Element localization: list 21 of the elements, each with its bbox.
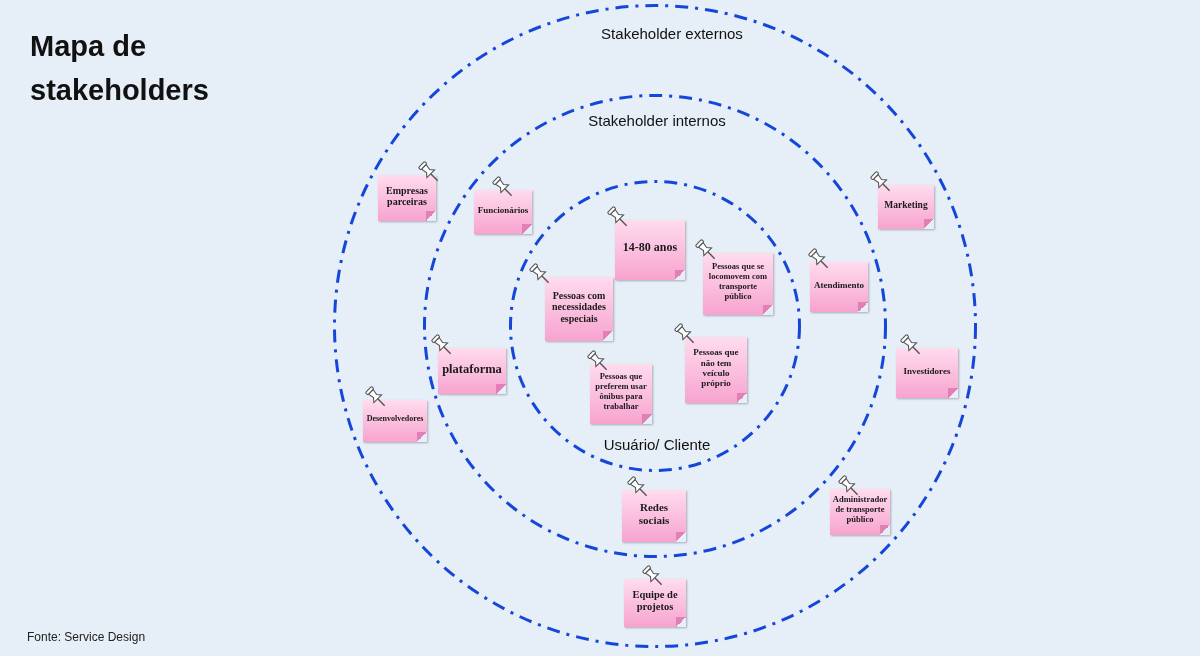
- ring-title: Stakeholder externos: [601, 25, 743, 43]
- note-text: Atendimento: [814, 279, 864, 291]
- note-text: Equipe de projetos: [631, 588, 679, 614]
- ring-title: Usuário/ Cliente: [603, 436, 711, 454]
- note-text: Redes sociais: [637, 501, 671, 527]
- note-text: Empresas parceiras: [384, 184, 429, 208]
- note-text: Pessoas que preferem usar ônibus para trabalhar: [594, 372, 648, 412]
- note-text: Pessoas que não tem veículo próprio: [692, 347, 740, 389]
- note-text: Administrador de transporte público: [832, 495, 888, 525]
- note-text: Funcionários: [477, 204, 529, 216]
- note-text: Desenvolvedores: [366, 414, 424, 424]
- note-text: Pessoas com necessidades especiais: [551, 289, 607, 325]
- note-text: 14-80 anos: [622, 241, 678, 255]
- note-text: Pessoas que se locomovem com transporte público: [707, 262, 769, 302]
- note-text: Marketing: [884, 199, 928, 211]
- dash-dot-circle: [333, 4, 977, 648]
- ring-title: Stakeholder internos: [588, 112, 726, 130]
- caption: Fonte: Service Design: [27, 630, 146, 645]
- note-text: Investidores: [903, 365, 951, 377]
- title: Mapa de stakeholders: [30, 29, 210, 108]
- note-text: plataforma: [442, 361, 502, 377]
